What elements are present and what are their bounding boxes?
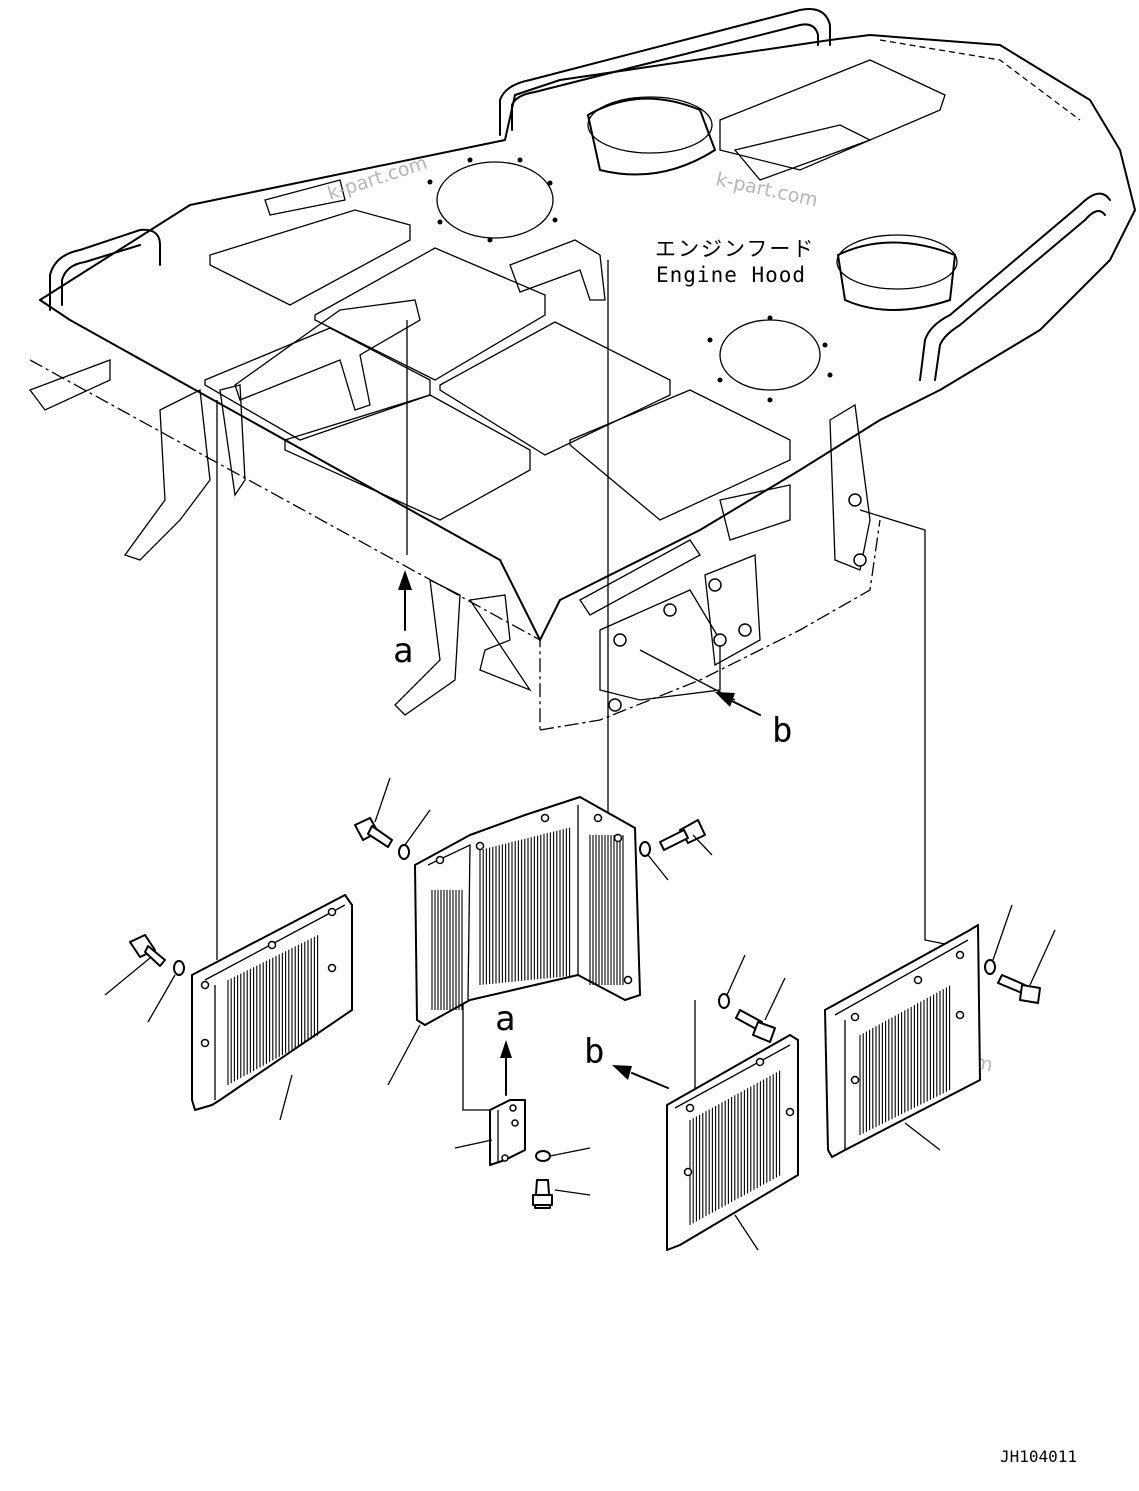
drawing-number: JH104011: [1000, 1447, 1077, 1466]
callout-b-label-upper: b: [772, 711, 792, 751]
bolt-left: [104, 934, 185, 1023]
right-side-cover-panel: [824, 924, 981, 1158]
callout-b-lower: b: [584, 1032, 669, 1089]
watermark-1: k-part.com: [325, 152, 430, 205]
watermark-2: k-part.com: [714, 168, 820, 211]
title-japanese: エンジンフード: [655, 237, 815, 261]
callout-a-label-upper: a: [393, 631, 413, 671]
mounting-bracket: [454, 1099, 591, 1209]
front-right-cover-panel: [666, 1034, 799, 1251]
bolt-front-right: [718, 954, 786, 1043]
callout-a-label-lower: a: [495, 999, 515, 1039]
callout-b-label-lower: b: [584, 1032, 604, 1072]
left-side-cover-panel: [191, 894, 353, 1121]
bolt-center-right: [639, 819, 713, 881]
center-corner-cover-panel: [387, 796, 641, 1086]
callout-a-upper: a: [393, 570, 413, 671]
callout-b-upper: b: [639, 649, 792, 751]
title-english: Engine Hood: [656, 263, 806, 287]
callout-a-lower: a: [495, 999, 515, 1096]
bolt-center-left: [354, 777, 431, 860]
engine-hood: [28, 8, 1136, 731]
bolt-right: [984, 904, 1056, 1004]
